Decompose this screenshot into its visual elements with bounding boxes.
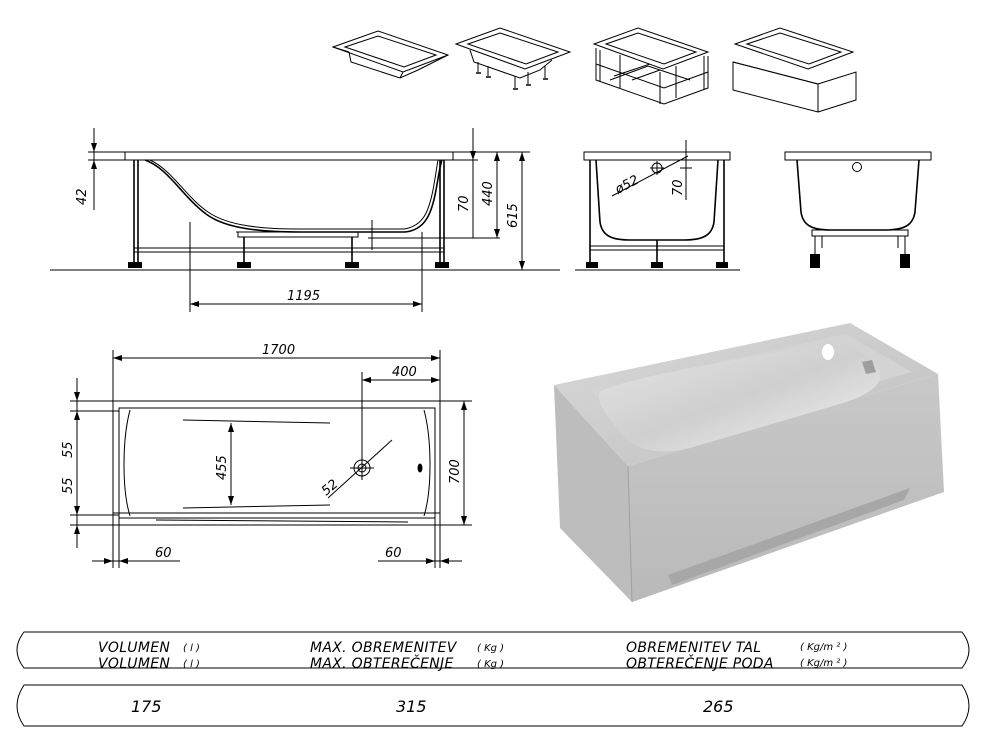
header-floor-1: OBREMENITEV TAL [626, 640, 761, 656]
end-elevation-frame: ø52 70 [575, 140, 740, 271]
value-floor-load: 265 [703, 697, 734, 716]
header-volume-1-unit: ( l ) [183, 643, 200, 654]
install-variant-panel [732, 27, 857, 113]
dim-side-overflow: 70 [671, 179, 686, 196]
side-elevation: 42 70 440 615 1195 [50, 128, 560, 312]
dim-total-length: 1700 [262, 343, 295, 358]
header-volume-2: VOLUMEN [98, 656, 170, 672]
plan-view: 52 455 1700 400 700 55 55 [61, 343, 472, 568]
values-frame [16, 684, 970, 727]
dim-overflow-height: 70 [457, 195, 472, 212]
header-floor-2: OBTEREČENJE PODA [626, 654, 774, 672]
dim-inner-width: 455 [215, 455, 230, 480]
header-load-2: MAX. OBTEREČENJE [310, 654, 454, 672]
header-floor-2-unit: ( Kg/m ² ) [800, 658, 847, 669]
dim-drain-diameter: 52 [319, 477, 341, 499]
spec-table: VOLUMEN ( l ) VOLUMEN ( l ) MAX. OBREMEN… [16, 631, 970, 727]
bathtub-render [554, 323, 944, 603]
dim-edge-upper: 55 [61, 441, 76, 458]
header-load-1: MAX. OBREMENITEV [310, 640, 458, 656]
dim-drain-offset: 400 [392, 365, 417, 380]
dim-inner-height: 440 [481, 181, 496, 206]
value-volume: 175 [131, 697, 162, 716]
header-volume-2-unit: ( l ) [183, 659, 200, 670]
install-variant-frame [592, 27, 710, 105]
rim [124, 151, 454, 161]
dim-rim-height: 42 [75, 188, 90, 205]
dim-total-height: 615 [506, 203, 521, 228]
install-variant-feet [454, 27, 572, 90]
end-elevation-feet [784, 151, 932, 268]
header-load-2-unit: ( Kg ) [477, 659, 504, 670]
value-max-load: 315 [396, 697, 427, 716]
dim-bottom-length: 1195 [287, 289, 320, 304]
header-floor-1-unit: ( Kg/m ² ) [800, 642, 847, 653]
dim-edge-lower: 55 [61, 477, 76, 494]
dim-edge-right: 60 [385, 546, 402, 561]
header-volume-1: VOLUMEN [98, 640, 170, 656]
install-variant-built-in [331, 30, 450, 79]
header-frame [16, 631, 970, 669]
dim-edge-left: 60 [155, 546, 172, 561]
header-load-1-unit: ( Kg ) [477, 643, 504, 654]
dim-total-width: 700 [448, 459, 463, 484]
